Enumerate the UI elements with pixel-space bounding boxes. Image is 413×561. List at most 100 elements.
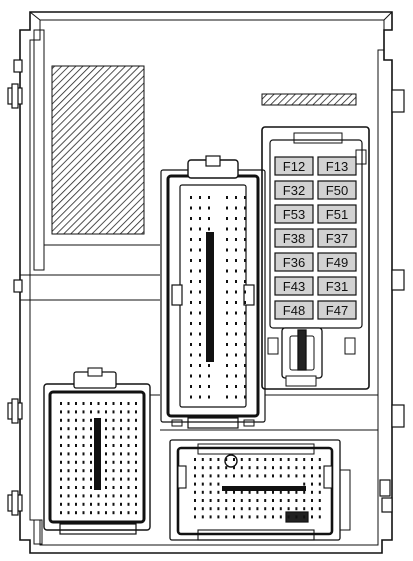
connector-pin [244, 395, 246, 399]
connector-pin [105, 477, 107, 481]
connector-pin [127, 460, 130, 464]
connector-pin [209, 515, 212, 519]
connector-pin [318, 499, 321, 502]
connector-pin [199, 238, 201, 241]
connector-pin [82, 418, 85, 422]
connector-pin [190, 280, 192, 283]
connector-pin [67, 477, 70, 481]
connector-pin [208, 227, 210, 231]
connector-pin [199, 374, 201, 378]
connector-pin [135, 452, 137, 456]
fuse-f48: F48 [274, 300, 314, 320]
fuse-block [261, 126, 370, 390]
connector-pin [208, 343, 210, 346]
connector-pin [82, 410, 85, 414]
connector-pin [112, 452, 115, 456]
connector-pin [67, 427, 70, 431]
connector-pin [318, 490, 321, 494]
connector-pin [303, 490, 306, 494]
connector-pin [244, 238, 246, 241]
connector-pin [75, 452, 77, 456]
connector-pin [97, 502, 100, 506]
connector-pin [248, 507, 251, 511]
connector-pin [135, 444, 137, 447]
connector-pin [105, 502, 107, 506]
connector-pin [67, 452, 70, 456]
connector-pin [112, 444, 115, 447]
fuse-f37: F37 [317, 228, 357, 248]
connector-pin [112, 469, 115, 473]
connector-pin [244, 227, 246, 231]
fuse-label: F43 [283, 279, 305, 294]
connector-pin [244, 332, 246, 336]
connector-pin [105, 511, 107, 515]
connector-pin [135, 460, 137, 464]
connector-pin [120, 469, 122, 473]
fuse-f53: F53 [274, 204, 314, 224]
connector-pin [120, 435, 122, 439]
connector-pin [201, 458, 204, 461]
connector-pin [67, 418, 70, 422]
connector-pin [60, 435, 62, 439]
connector-pin [135, 469, 137, 473]
connector-pin [190, 332, 192, 336]
connector-pin [248, 515, 251, 519]
connector-pin [105, 427, 107, 431]
connector-pin [127, 444, 130, 447]
connector-pin [244, 248, 246, 252]
connector-pin [226, 395, 228, 399]
connector-pin [244, 280, 246, 283]
connector-pin [264, 507, 267, 511]
connector-pin [194, 490, 196, 494]
connector-pin [127, 435, 130, 439]
connector-pin [90, 427, 92, 431]
fuse-body [317, 276, 357, 296]
connector-pin [208, 332, 210, 336]
connector-pin [190, 395, 192, 399]
fuse-f31: F31 [317, 276, 357, 296]
fuse-label: F48 [283, 303, 305, 318]
connector-pin [208, 311, 210, 315]
connector-pin [190, 322, 192, 325]
connector-pin [90, 486, 92, 489]
connector-pin [244, 353, 246, 357]
connector-pin [190, 206, 192, 210]
connector-pin [240, 466, 243, 470]
connector-pin [272, 490, 274, 494]
connector-pin [244, 364, 246, 367]
connector-pin [295, 515, 298, 519]
connector-pin [97, 402, 100, 405]
fuse-body [274, 252, 314, 272]
connector-pin [287, 499, 290, 502]
connector-pin [190, 311, 192, 315]
connector-pin [199, 322, 201, 325]
housing-detail-lines [33, 394, 378, 545]
connector-pin [226, 196, 228, 199]
connector-pin [120, 427, 122, 431]
connector-pin [190, 259, 192, 262]
connector-pin [248, 490, 251, 494]
connector-pin [105, 469, 107, 473]
connector-pin [135, 410, 137, 414]
connector-pin [287, 490, 290, 494]
connector-pin [209, 466, 212, 470]
connector-pin [244, 374, 246, 378]
fuse-f12: F12 [274, 156, 314, 176]
connector-pin [112, 511, 115, 515]
connector-pin [75, 502, 77, 506]
fuse-label: F49 [326, 255, 348, 270]
connector-pin [60, 494, 62, 498]
connector-pin [226, 353, 228, 357]
connector-pin [190, 385, 192, 388]
connector-pin [279, 507, 282, 511]
connector-pin [248, 466, 251, 470]
connector-pin [190, 290, 192, 294]
connector-pin [233, 466, 235, 470]
connector-pin [75, 477, 77, 481]
connector-pin [311, 499, 313, 502]
connector-pin [287, 466, 290, 470]
fuse-body [274, 180, 314, 200]
connector-pin [235, 332, 237, 336]
connector-pin [279, 515, 282, 519]
